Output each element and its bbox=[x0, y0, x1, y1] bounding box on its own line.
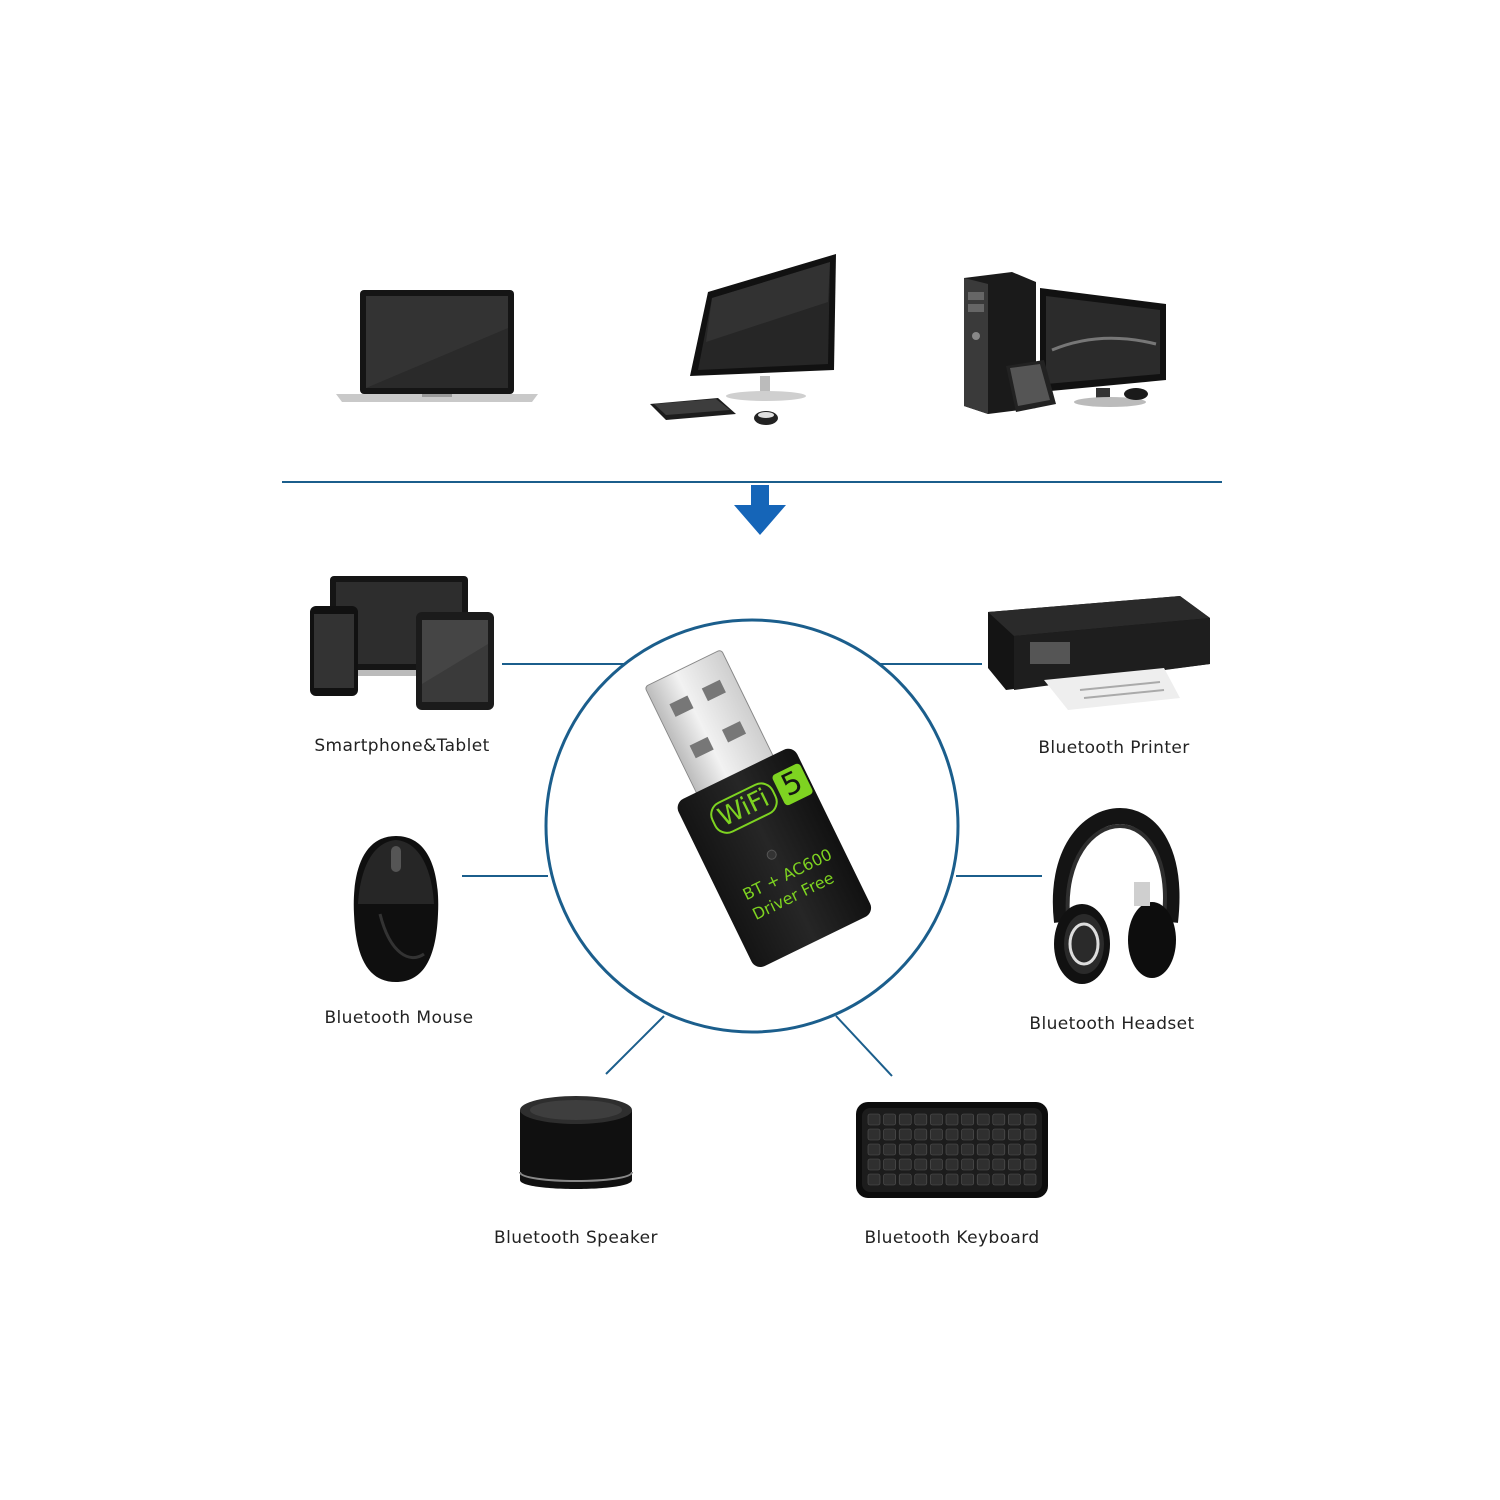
mouse-icon bbox=[353, 836, 439, 982]
center-circle bbox=[544, 618, 960, 1034]
keyboard-icon bbox=[856, 1102, 1048, 1198]
keyboard-key bbox=[898, 1173, 912, 1186]
keyboard-key bbox=[930, 1128, 943, 1141]
keyboard-key bbox=[1023, 1113, 1037, 1126]
keyboard-key bbox=[961, 1143, 974, 1156]
keyboard-key bbox=[961, 1173, 974, 1186]
keyboard-key bbox=[945, 1173, 959, 1186]
keyboard-key bbox=[1008, 1158, 1021, 1171]
keyboard-key bbox=[914, 1128, 928, 1141]
keyboard-key bbox=[930, 1113, 943, 1126]
keyboard-key bbox=[1023, 1143, 1037, 1156]
keyboard-key bbox=[898, 1128, 912, 1141]
keyboard-key bbox=[945, 1158, 959, 1171]
keyboard-key bbox=[867, 1158, 881, 1171]
speaker-icon bbox=[519, 1096, 633, 1189]
keyboard-key bbox=[976, 1158, 990, 1171]
keyboard-label: Bluetooth Keyboard bbox=[864, 1228, 1040, 1248]
keyboard-key bbox=[930, 1173, 943, 1186]
monitor-keyboard-icon bbox=[650, 254, 836, 425]
keyboard-key bbox=[914, 1143, 928, 1156]
keyboard-key bbox=[883, 1173, 896, 1186]
indicator-light bbox=[765, 847, 779, 862]
keyboard-key bbox=[1023, 1173, 1037, 1186]
keyboard-key bbox=[1023, 1158, 1037, 1171]
keyboard-key bbox=[1008, 1113, 1021, 1126]
keyboard-key bbox=[992, 1128, 1006, 1141]
headphones-icon bbox=[1052, 807, 1180, 984]
keyboard-key bbox=[945, 1128, 959, 1141]
mouse-label: Bluetooth Mouse bbox=[324, 1008, 474, 1028]
keyboard-key bbox=[1008, 1173, 1021, 1186]
keyboard-key bbox=[898, 1158, 912, 1171]
keyboard-key bbox=[961, 1128, 974, 1141]
keyboard-key bbox=[883, 1128, 896, 1141]
smartphone-tablet-icon bbox=[310, 576, 494, 710]
wifi-brand-text: WiFi bbox=[705, 777, 783, 839]
keyboard-key bbox=[867, 1173, 881, 1186]
down-arrow-icon bbox=[734, 485, 786, 535]
keyboard-key bbox=[992, 1113, 1006, 1126]
keyboard-key bbox=[867, 1113, 881, 1126]
keyboard-key bbox=[898, 1113, 912, 1126]
keyboard-key bbox=[992, 1158, 1006, 1171]
keyboard-key bbox=[945, 1143, 959, 1156]
printer-icon bbox=[988, 596, 1210, 710]
keyboard-key bbox=[930, 1143, 943, 1156]
keyboard-key bbox=[945, 1113, 959, 1126]
keyboard-key bbox=[992, 1173, 1006, 1186]
headset-label: Bluetooth Headset bbox=[1029, 1014, 1195, 1034]
keyboard-key bbox=[1008, 1128, 1021, 1141]
keyboard-key bbox=[883, 1143, 896, 1156]
keyboard-key bbox=[961, 1113, 974, 1126]
keyboard-key bbox=[1023, 1128, 1037, 1141]
keyboard-key bbox=[961, 1158, 974, 1171]
laptop-icon bbox=[336, 290, 538, 402]
connector-keyboard bbox=[835, 1015, 893, 1077]
keyboard-key bbox=[898, 1143, 912, 1156]
keyboard-key bbox=[992, 1143, 1006, 1156]
speaker-label: Bluetooth Speaker bbox=[494, 1228, 658, 1248]
printer-label: Bluetooth Printer bbox=[1038, 738, 1190, 758]
keyboard-key bbox=[867, 1143, 881, 1156]
keyboard-key bbox=[976, 1113, 990, 1126]
keyboard-key bbox=[976, 1173, 990, 1186]
keyboard-key bbox=[867, 1128, 881, 1141]
keyboard-key bbox=[883, 1158, 896, 1171]
keyboard-key bbox=[1008, 1143, 1021, 1156]
connector-speaker bbox=[605, 1015, 665, 1075]
keyboard-key bbox=[976, 1128, 990, 1141]
keyboard-key bbox=[914, 1158, 928, 1171]
keyboard-key bbox=[976, 1143, 990, 1156]
smartphone-tablet-label: Smartphone&Tablet bbox=[314, 736, 490, 756]
keyboard-key bbox=[930, 1158, 943, 1171]
keyboard-key bbox=[914, 1113, 928, 1126]
keyboard-key bbox=[883, 1113, 896, 1126]
keyboard-key bbox=[914, 1173, 928, 1186]
desktop-tower-icon bbox=[964, 272, 1166, 414]
